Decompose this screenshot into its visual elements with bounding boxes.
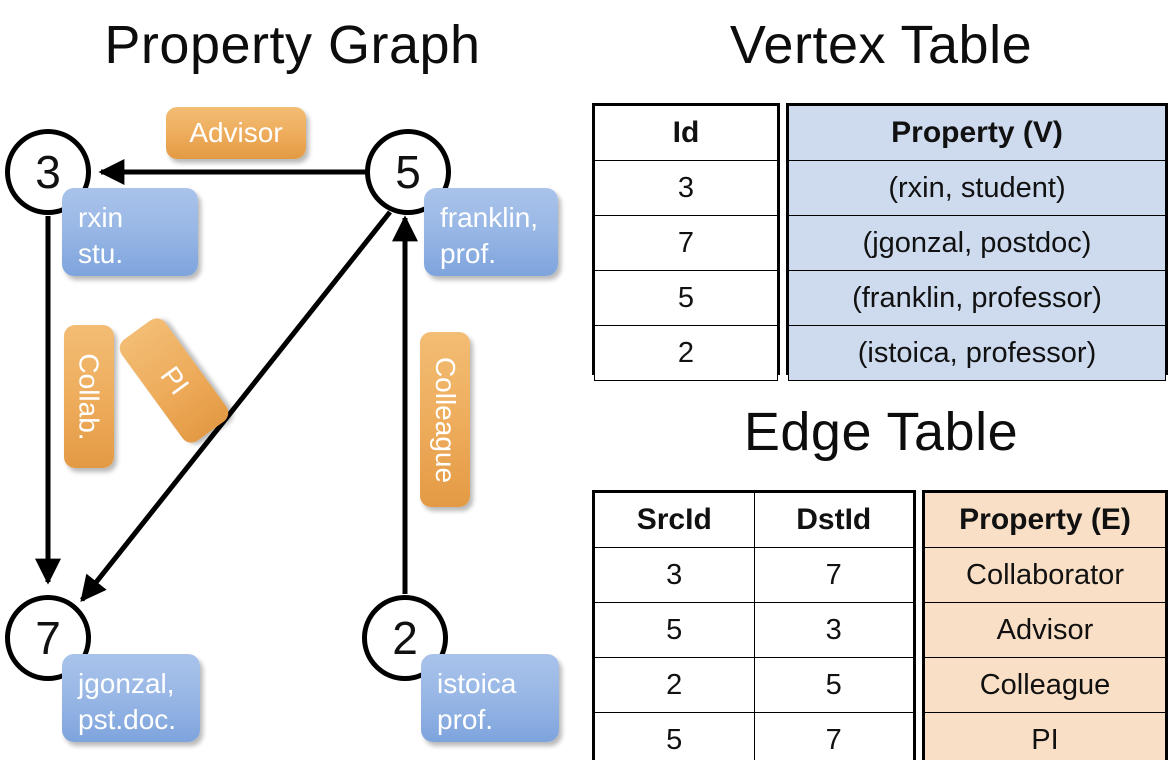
edge-label-colleague: Colleague [420,332,470,507]
edge-table-id-columns: SrcId DstId 3 7 5 3 2 5 5 7 [592,490,916,760]
edge-table-cell-dstid: 5 [753,657,914,713]
table-row[interactable]: 3 7 [594,547,914,603]
edge-table-header-property: Property (E) [924,492,1166,548]
graph-node-5-label: 5 [395,146,421,198]
edge-table-cell-srcid: 5 [594,712,755,760]
graph-node-3-label: 3 [35,146,61,198]
edge-table-cell-srcid: 5 [594,602,755,658]
edge-table-cell-srcid: 2 [594,657,755,713]
edge-table-cell-property: PI [924,712,1166,760]
vertex-table-cell-property: (jgonzal, postdoc) [788,215,1166,271]
vertex-table-cell-id: 3 [594,160,778,216]
edge-label-collaborator-text: Collab. [74,352,106,441]
table-row[interactable]: PI [924,712,1166,760]
page-title-property-graph: Property Graph [104,15,481,75]
table-row[interactable]: 3 [594,160,778,216]
edge-table-cell-property: Collaborator [924,547,1166,603]
table-header-row: Property (V) [788,105,1166,161]
edge-table-header-srcid: SrcId [594,492,755,548]
table-row[interactable]: (jgonzal, postdoc) [788,215,1166,271]
graph-node-5[interactable] [365,129,451,215]
edge-table-cell-dstid: 7 [753,547,914,603]
graph-node-5-property-box: franklin, prof. [424,188,558,276]
graph-node-2-property-box: istoica prof. [421,654,559,742]
edge-table-cell-dstid: 7 [753,712,914,760]
table-row[interactable]: 5 [594,270,778,326]
edge-label-collaborator: Collab. [64,325,114,468]
edge-table-cell-dstid: 3 [753,602,914,658]
vertex-table-cell-property: (rxin, student) [788,160,1166,216]
table-row[interactable]: Advisor [924,602,1166,658]
table-row[interactable]: 2 5 [594,657,914,713]
table-header-row: Property (E) [924,492,1166,548]
edge-label-pi-text: PI [154,360,195,401]
graph-node-7-property-box: jgonzal, pst.doc. [62,654,200,742]
table-header-row: SrcId DstId [594,492,914,548]
edge-table-cell-property: Colleague [924,657,1166,713]
page-title-vertex-table: Vertex Table [729,15,1033,75]
vertex-table-id-column: Id 3 7 5 2 [592,103,780,381]
graph-edges-svg [35,159,418,603]
edge-label-advisor: Advisor [166,107,306,159]
vertex-table-cell-property: (franklin, professor) [788,270,1166,326]
table-row[interactable]: Collaborator [924,547,1166,603]
edge-table-cell-srcid: 3 [594,547,755,603]
graph-node-2[interactable] [362,595,448,681]
table-header-row: Id [594,105,778,161]
table-row[interactable]: (istoica, professor) [788,325,1166,381]
table-row[interactable]: 5 3 [594,602,914,658]
edge-label-advisor-text: Advisor [189,117,283,148]
table-row[interactable]: 5 7 [594,712,914,760]
edge-label-colleague-text: Colleague [430,356,462,483]
vertex-table-cell-id: 7 [594,215,778,271]
vertex-table-header-property: Property (V) [788,105,1166,161]
vertex-table-cell-property: (istoica, professor) [788,325,1166,381]
table-row[interactable]: Colleague [924,657,1166,713]
graph-node-7-label: 7 [35,612,61,664]
graph-node-3-property-box: rxin stu. [62,188,198,276]
table-row[interactable]: 7 [594,215,778,271]
edge-5-to-7-pi [80,210,392,603]
edge-table-property-column: Property (E) Collaborator Advisor Collea… [922,490,1168,760]
page-title-edge-table: Edge Table [743,402,1019,462]
vertex-table-cell-id: 5 [594,270,778,326]
table-row[interactable]: 2 [594,325,778,381]
property-graph-diagram: 3 rxin stu. 5 franklin, prof. 7 jgonzal,… [5,107,559,742]
vertex-table-property-column: Property (V) (rxin, student) (jgonzal, p… [786,103,1168,381]
graph-node-2-label: 2 [392,612,418,664]
edge-table-cell-property: Advisor [924,602,1166,658]
vertex-table-cell-id: 2 [594,325,778,381]
table-row[interactable]: (franklin, professor) [788,270,1166,326]
edge-table-header-dstid: DstId [753,492,914,548]
vertex-table-header-id: Id [594,105,778,161]
table-row[interactable]: (rxin, student) [788,160,1166,216]
